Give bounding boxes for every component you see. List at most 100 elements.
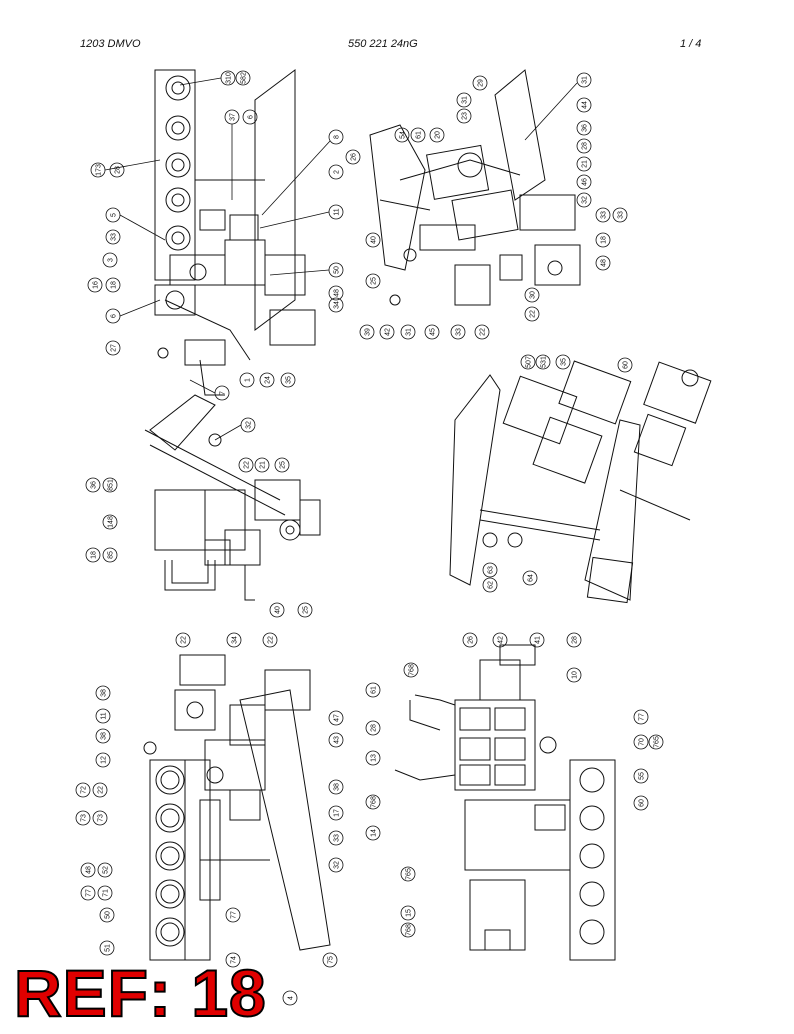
header-page-number: 1 / 4 [680, 38, 702, 50]
callout-number: 38 [101, 689, 108, 697]
callout-number: 45 [430, 328, 437, 336]
callout-bubbles: 3105821732837682533316186271150483412435… [75, 70, 664, 1006]
callout-number: 48 [334, 289, 341, 297]
callout-number: 77 [86, 889, 93, 897]
callout-number: 71 [103, 889, 110, 897]
view-bottom-right [394, 644, 616, 961]
callout-number: 1 [245, 378, 252, 382]
callout-number: 61 [416, 131, 423, 139]
reference-stamp: REF: 18 [13, 956, 267, 1030]
callout-number: 46 [582, 178, 589, 186]
callout-number: 35 [561, 358, 568, 366]
callout-number: 22 [181, 636, 188, 644]
callout-number: 11 [334, 208, 341, 215]
callout-number: 33 [456, 328, 463, 336]
callout-number: 42 [498, 636, 505, 644]
callout-number: 14 [371, 829, 378, 837]
callout-number: 765 [654, 736, 661, 748]
callout-number: 507 [526, 356, 533, 368]
callout-number: 21 [582, 160, 589, 168]
callout-number: 22 [244, 461, 251, 469]
callout-number: 38 [101, 732, 108, 740]
callout-number: 62 [488, 581, 495, 589]
callout-number: 73 [98, 814, 105, 822]
callout-number: 52 [103, 866, 110, 874]
callout-number: 77 [639, 713, 646, 721]
callout-number: 29 [478, 79, 485, 87]
callout-number: 26 [351, 153, 358, 161]
callout-number: 10 [572, 671, 579, 679]
callout-number: 33 [601, 211, 608, 219]
callout-number: 12 [101, 756, 108, 764]
callout-number: 63 [488, 566, 495, 574]
callout-number: 73 [81, 814, 88, 822]
callout-number: 28 [371, 724, 378, 732]
callout-number: 32 [582, 196, 589, 204]
view-top-left [154, 69, 316, 396]
callout-number: 85 [108, 551, 115, 559]
callout-number: 18 [91, 551, 98, 559]
callout-number: 72 [81, 786, 88, 794]
callout-number: 582 [241, 72, 248, 84]
header-part-number: 550 221 24nG [348, 38, 418, 50]
callout-number: 50 [334, 266, 341, 274]
callout-number: 70 [639, 738, 646, 746]
callout-number: 8 [334, 135, 341, 139]
callout-number: 35 [286, 376, 293, 384]
callout-number: 11 [101, 712, 108, 719]
callout-number: 55 [639, 772, 646, 780]
callout-number: 768 [409, 664, 416, 676]
callout-number: 31 [462, 96, 469, 104]
callout-number: 40 [371, 236, 378, 244]
callout-number: 7 [220, 391, 227, 395]
callout-number: 34 [334, 301, 341, 309]
callout-number: 4 [288, 996, 295, 1000]
callout-number: 51 [105, 944, 112, 952]
callout-number: 23 [462, 112, 469, 120]
callout-number: 173 [96, 164, 103, 176]
callout-number: 16 [93, 281, 100, 289]
callout-number: 37 [230, 113, 237, 121]
callout-number: 24 [265, 376, 272, 384]
callout-number: 31 [582, 76, 589, 84]
callout-number: 43 [334, 736, 341, 744]
callout-number: 50 [105, 911, 112, 919]
callout-number: 5 [111, 213, 118, 217]
callout-number: 47 [334, 714, 341, 722]
callout-number: 64 [528, 574, 535, 582]
callout-number: 3 [108, 258, 115, 262]
callout-number: 22 [98, 786, 105, 794]
callout-number: 33 [334, 834, 341, 842]
callout-number: 28 [572, 636, 579, 644]
callout-number: 22 [268, 636, 275, 644]
callout-number: 25 [371, 277, 378, 285]
callout-number: 310 [226, 72, 233, 84]
callout-number: 6 [248, 115, 255, 119]
callout-number: 768 [406, 924, 413, 936]
callout-number: 60 [623, 361, 630, 369]
callout-number: 18 [111, 281, 118, 289]
callout-number: 13 [371, 754, 378, 762]
callout-number: 54 [400, 131, 407, 139]
callout-number: 39 [365, 328, 372, 336]
header-model: 1203 DMVO [80, 38, 141, 50]
callout-number: 48 [601, 259, 608, 267]
callout-number: 148 [108, 516, 115, 528]
callout-number: 768 [371, 796, 378, 808]
view-middle-right [449, 360, 712, 604]
callout-number: 21 [260, 461, 267, 469]
callout-number: 25 [280, 461, 287, 469]
view-top-right [369, 69, 581, 306]
callout-number: 40 [275, 606, 282, 614]
callout-number: 18 [601, 236, 608, 244]
callout-number: 25 [303, 606, 310, 614]
callout-number: 60 [639, 799, 646, 807]
callout-number: 74 [231, 956, 238, 964]
callout-number: 31 [406, 328, 413, 336]
callout-number: 32 [246, 421, 253, 429]
callout-number: 38 [334, 783, 341, 791]
callout-number: 41 [535, 636, 542, 644]
callout-number: 36 [91, 481, 98, 489]
callout-number: 17 [334, 809, 341, 817]
callout-number: 32 [334, 861, 341, 869]
